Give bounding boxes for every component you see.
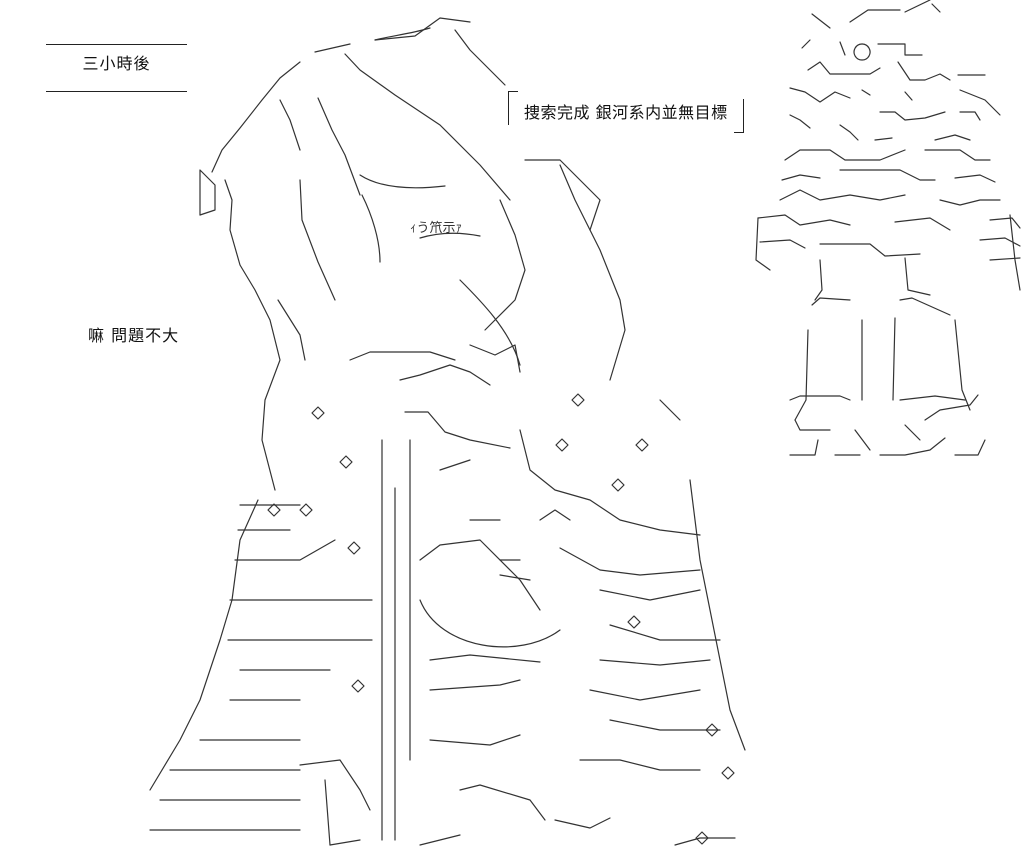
robot-figure <box>755 0 1021 456</box>
side-remark: 嘛 問題不大 <box>88 326 180 345</box>
caption-bottom-rule <box>46 91 187 92</box>
caption-top-rule <box>46 44 187 45</box>
speech-text: 捜索完成 銀河系内並無目標 <box>524 103 728 122</box>
time-caption-block: 三小時後 <box>46 44 187 92</box>
cloaked-girl-figure <box>149 17 746 846</box>
hat-art-text: ｨう笊示ｧ <box>410 220 462 236</box>
time-caption: 三小時後 <box>82 54 151 73</box>
bracket-right <box>733 99 744 133</box>
speech-bubble: 捜索完成 銀河系内並無目標 <box>508 91 744 133</box>
bracket-left <box>508 91 518 125</box>
